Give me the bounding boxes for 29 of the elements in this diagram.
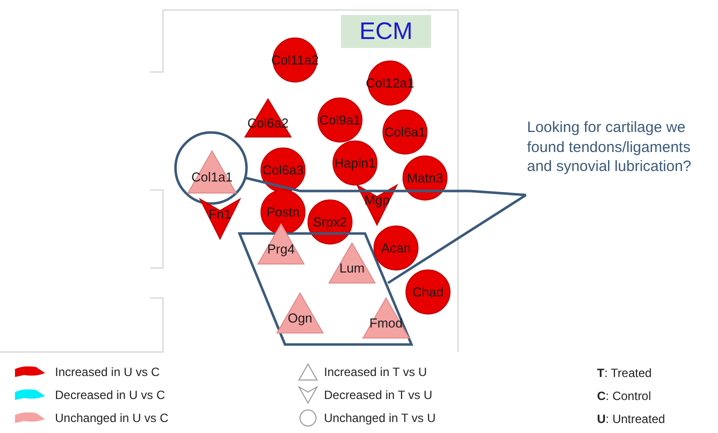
legend-label: Unchanged in U vs C [55,411,168,425]
gene-label: Acan [381,242,411,254]
legend-label: Increased in T vs U [324,365,427,379]
gene-label: Chad [412,286,444,298]
gene-label: Col9a1 [319,114,361,126]
gene-label: Fmod [369,316,403,330]
gene-label: Matn3 [406,172,444,184]
legend-label: Decreased in T vs U [324,388,432,402]
gene-label: Prg4 [267,242,295,256]
gene-label: Col6a3 [262,164,304,176]
callout-line [246,176,526,196]
abbreviation-note: U: Untreated [597,412,666,426]
callout-line [387,194,527,284]
legend-label: Decreased in U vs C [55,388,166,402]
abbreviation-note: C: Control [597,389,652,403]
gene-label: Srpx2 [313,216,347,228]
abbreviation-note: T: Treated [597,366,652,380]
gene-label: Ogn [288,312,312,325]
callout-text: Looking for cartilage we found tendons/ligaments and synovial lubrication? [527,118,717,176]
legend-label: Unchanged in T vs U [324,411,436,425]
gene-label: Mgp [364,193,390,206]
gene-label: Lum [339,262,365,275]
gene-label: Col1a1 [191,170,233,184]
gene-label: Fn1 [208,207,232,220]
gene-label: Hapln1 [334,156,376,170]
gene-label: Col6a1 [384,126,426,138]
legend-label: Increased in U vs C [55,365,160,379]
category-badge: ECM [341,15,431,48]
gene-label: Postn [266,206,300,218]
